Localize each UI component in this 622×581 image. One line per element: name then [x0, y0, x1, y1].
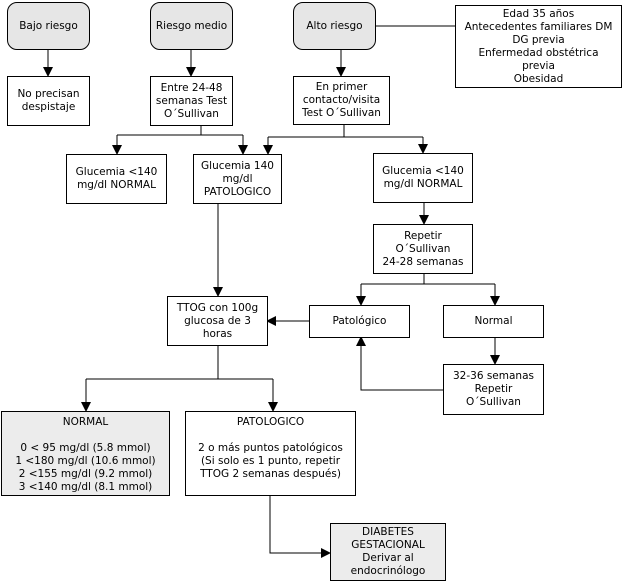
- line: No precisan: [17, 88, 80, 100]
- line: O´Sullivan: [466, 396, 521, 408]
- node-medium-risk: Riesgo medio: [150, 2, 233, 50]
- line: horas: [202, 327, 233, 340]
- node-glucemia-normal-right: Glucemia <140 mg/dl NORMAL: [373, 153, 473, 203]
- node-glucemia-pathologic: Glucemia 140 mg/dl PATOLOGICO: [193, 154, 282, 204]
- node-pathologic: Patológico: [309, 305, 410, 338]
- line: mg/dl NORMAL: [77, 179, 156, 191]
- line: Derivar al: [362, 552, 414, 564]
- line: Obesidad: [513, 72, 564, 85]
- label: Normal: [474, 315, 513, 327]
- node-normal: Normal: [443, 305, 544, 338]
- line: TTOG con 100g: [176, 301, 259, 314]
- line: Glucemia 140: [201, 159, 274, 172]
- node-repeat-test: Repetir O´Sullivan 24-28 semanas: [373, 224, 473, 274]
- label: Alto riesgo: [306, 19, 363, 32]
- line: En primer: [315, 81, 368, 93]
- line: contacto/visita: [302, 94, 381, 106]
- node-high-risk-criteria: Edad 35 años Antecedentes familiares DM …: [455, 5, 622, 88]
- node-high-risk: Alto riesgo: [293, 2, 376, 50]
- line: 1 <180 mg/dl (10.6 mmol): [15, 455, 156, 467]
- node-repeat-late: 32-36 semanas Repetir O´Sullivan: [443, 364, 544, 415]
- line: mg/dl: [222, 172, 253, 185]
- line: (Si solo es 1 punto, repetir: [200, 455, 341, 467]
- line: Repetir: [474, 383, 513, 395]
- line: 24-28 semanas: [382, 255, 464, 268]
- node-low-risk: Bajo riesgo: [7, 2, 90, 50]
- line: DG previa: [512, 33, 565, 46]
- title: NORMAL: [62, 416, 109, 428]
- line: Enfermedad obstétrica: [478, 46, 599, 59]
- arrow-late-pathologic: [356, 336, 443, 391]
- label: Bajo riesgo: [19, 19, 78, 32]
- node-result-pathologic: PATOLOGICO 2 o más puntos patológicos (S…: [185, 411, 356, 496]
- title: PATOLOGICO: [236, 416, 305, 428]
- node-high-test: En primer contacto/visita Test O´Sulliva…: [293, 76, 390, 125]
- line: GESTACIONAL: [351, 539, 425, 551]
- line: Antecedentes familiares DM: [464, 20, 613, 33]
- line: 3 <140 mg/dl (8.1 mmol): [18, 481, 153, 493]
- label: Patológico: [332, 315, 387, 327]
- line: Repetir: [404, 229, 442, 242]
- line: Glucemia <140: [382, 165, 464, 177]
- node-ttog: TTOG con 100g glucosa de 3 horas: [167, 296, 268, 346]
- line: semanas Test: [155, 94, 228, 107]
- line: Test O´Sullivan: [302, 107, 381, 119]
- arrow-pathologic-diagnosis: [269, 495, 331, 558]
- label: Riesgo medio: [155, 19, 228, 32]
- line: Glucemia <140: [75, 166, 158, 178]
- line: 0 < 95 mg/dl (5.8 mmol): [20, 442, 151, 454]
- node-no-screening: No precisan despistaje: [7, 76, 90, 126]
- line: mg/dl NORMAL: [383, 178, 463, 190]
- node-medium-test: Entre 24-48 semanas Test O´Sullivan: [150, 76, 233, 126]
- node-result-normal: NORMAL 0 < 95 mg/dl (5.8 mmol) 1 <180 mg…: [1, 411, 170, 496]
- line: Entre 24-48: [160, 81, 223, 94]
- node-glucemia-normal-left: Glucemia <140 mg/dl NORMAL: [66, 154, 167, 204]
- line: TTOG 2 semanas después): [200, 468, 341, 480]
- line: Edad 35 años: [502, 7, 575, 20]
- line: DIABETES: [362, 526, 414, 538]
- line: despistaje: [21, 101, 76, 113]
- line: glucosa de 3: [184, 314, 251, 327]
- line: endocrinólogo: [350, 565, 426, 577]
- line: previa: [522, 59, 555, 72]
- line: O´Sullivan: [164, 107, 219, 120]
- line: 2 o más puntos patológicos: [198, 442, 343, 454]
- line: O´Sullivan: [395, 242, 451, 255]
- line: 2 <155 mg/dl (9.2 mmol): [18, 468, 153, 480]
- line: 32-36 semanas: [452, 370, 534, 382]
- node-diagnosis: DIABETES GESTACIONAL Derivar al endocrin…: [330, 523, 446, 581]
- line: PATOLOGICO: [203, 185, 272, 198]
